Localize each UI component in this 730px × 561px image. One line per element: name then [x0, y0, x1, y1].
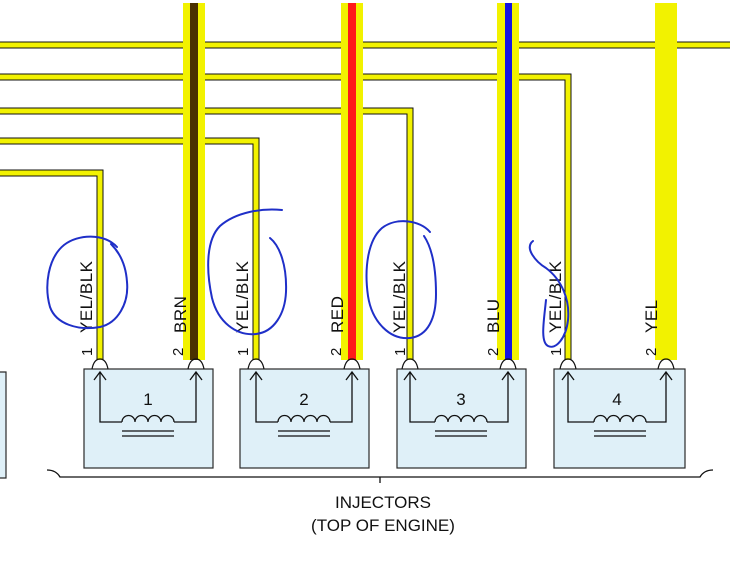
injector-3-number: 3 [456, 390, 465, 409]
injector-2-pin1-connector [247, 358, 265, 370]
injector-2-signal-wire-label: YEL/BLK [233, 260, 252, 333]
injector-4-pin1-label: 1 [548, 348, 565, 356]
injector-4-pin2-connector [657, 358, 675, 370]
injector-2-pin2-arrow-icon [345, 370, 359, 381]
injector-2-coil [277, 414, 331, 423]
injector-1-pin2-arrow-icon [189, 370, 203, 381]
injector-1-pin1-arrow-icon [93, 370, 107, 381]
injector-2-number: 2 [299, 390, 308, 409]
injector-4: 4 1 2 YEL/BLK YEL [546, 260, 686, 469]
injector-4-coil [593, 414, 647, 423]
injector-3-circuit [409, 372, 509, 423]
injector-4-circuit [567, 372, 667, 423]
injector-1-pin1-connector [91, 358, 109, 370]
handwritten-annotations [46, 208, 570, 348]
injector-3-pin2-label: 2 [485, 348, 502, 356]
injector-2-body [239, 368, 370, 469]
injector-4-number: 4 [612, 390, 621, 409]
injector-1-signal-wire-label: YEL/BLK [77, 260, 96, 333]
injector-3-coil [434, 414, 488, 423]
injector-1-pin2-connector [187, 358, 205, 370]
injector-3-power-wire-label: BLU [484, 298, 503, 333]
injector-1-pin1-label: 1 [79, 348, 96, 356]
injector-4-pin2-label: 2 [643, 348, 660, 356]
annotation-circle-1 [46, 235, 129, 329]
injector-1-number: 1 [143, 390, 152, 409]
injector-3: 3 1 2 YEL/BLK BLU [390, 260, 527, 469]
injector-4-power-wire-label: YEL [642, 299, 661, 333]
adjacent-component-edge [0, 371, 7, 479]
injector-4-pin1-connector [559, 358, 577, 370]
injector-3-pin1-arrow-icon [403, 370, 417, 381]
injector-2-circuit [255, 372, 353, 423]
annotation-circle-4 [528, 240, 570, 348]
injector-4-pin2-arrow-icon [659, 370, 673, 381]
injector-1-circuit [99, 372, 197, 423]
injector-1: 1 1 2 YEL/BLK BRN [77, 260, 214, 469]
injector-2-pin2-label: 2 [328, 348, 345, 356]
power-wire-4 [655, 3, 677, 360]
power-wire-1-stripe [190, 3, 198, 360]
injector-3-pin1-connector [401, 358, 419, 370]
signal-feed-wires [0, 41, 730, 360]
injector-2: 2 1 2 YEL/BLK RED [233, 260, 370, 469]
injector-4-pin1-arrow-icon [561, 370, 575, 381]
injector-2-pin1-arrow-icon [249, 370, 263, 381]
injector-3-pin2-connector [499, 358, 517, 370]
injector-3-pin1-label: 1 [392, 348, 409, 356]
injectors-bracket [46, 469, 714, 478]
injector-2-power-wire-label: RED [328, 296, 347, 333]
power-wires [183, 3, 677, 360]
caption-line2: (TOP OF ENGINE) [311, 516, 455, 535]
caption-line1: INJECTORS [335, 493, 431, 512]
power-wire-3-stripe [505, 3, 512, 360]
injector-2-pin2-connector [343, 358, 361, 370]
injector-3-signal-wire-label: YEL/BLK [390, 260, 409, 333]
annotation-circle-3 [365, 220, 437, 340]
annotation-circle-2 [207, 208, 288, 336]
injector-1-coil [121, 414, 175, 423]
power-wire-2-stripe [348, 3, 356, 360]
injector-1-pin2-label: 2 [170, 348, 187, 356]
injector-3-pin2-arrow-icon [501, 370, 515, 381]
injector-4-signal-wire-label: YEL/BLK [546, 260, 565, 333]
injector-2-pin1-label: 1 [235, 348, 252, 356]
injector-1-power-wire-label: BRN [171, 296, 190, 333]
